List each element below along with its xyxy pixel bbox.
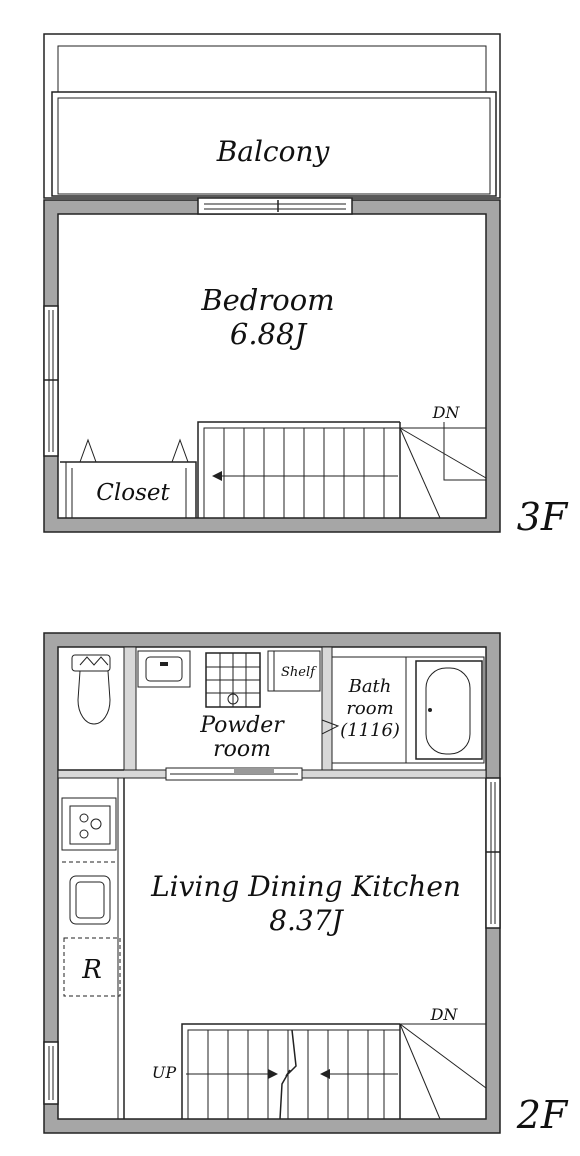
bathroom: Bath room (1116) (331, 656, 485, 764)
floor-2: Shelf Powder room Bath room (1116) (43, 632, 569, 1137)
toilet (71, 654, 111, 725)
ldk-window-left (43, 1041, 59, 1105)
ldk-label: Living Dining Kitchen (150, 870, 461, 903)
balcony-label: Balcony (216, 135, 331, 168)
bedroom-window (43, 305, 59, 457)
sink-icon (69, 875, 111, 925)
floor-3: Balcony Bedroom 6.88J Closet (43, 33, 569, 539)
staircase-2f: UP DN (152, 1005, 487, 1120)
bath-door-swing (321, 719, 340, 735)
powder-room-label-1: Powder (199, 713, 285, 738)
stove-icon (69, 805, 111, 845)
interior-partitions (57, 646, 487, 1119)
closet-label: Closet (96, 480, 170, 506)
stair-arrow-2f (186, 1069, 398, 1079)
walls-2f (43, 632, 501, 1134)
ldk-window-right (485, 777, 501, 929)
bedroom-size: 6.88J (230, 317, 308, 351)
floor-label-2f: 2F (516, 1093, 569, 1137)
staircase-3f: DN (197, 403, 487, 519)
dn-label-2f: DN (430, 1005, 459, 1024)
stair-winders-2f (399, 1023, 487, 1120)
dn-label-3f: DN (432, 403, 461, 422)
bathroom-label-1: Bath (348, 676, 392, 697)
bathroom-label-3: (1116) (340, 720, 400, 741)
closet: Closet (60, 438, 197, 518)
balcony: Balcony (43, 33, 501, 199)
stair-arrow-3f (212, 471, 398, 481)
ldk-size: 8.37J (269, 904, 344, 937)
balcony-door (197, 197, 353, 215)
kitchen-counter: R (61, 797, 121, 997)
washbasin (137, 650, 191, 688)
floor-label-3f: 3F (517, 495, 569, 539)
bathtub (415, 660, 483, 760)
shelf: Shelf (267, 650, 321, 692)
stair-break-line (279, 1029, 297, 1120)
shelf-label: Shelf (281, 665, 317, 680)
fridge-space (63, 937, 121, 997)
stair-treads-3f (223, 422, 401, 518)
washing-machine-pan (205, 652, 261, 708)
powder-room-label-2: room (213, 737, 271, 762)
stair-treads-2f (207, 1024, 401, 1119)
bathroom-label-2: room (346, 698, 393, 719)
stair-winders-3f (399, 422, 487, 519)
bedroom-label: Bedroom (200, 283, 334, 317)
fridge-label: R (81, 955, 102, 985)
up-label: UP (152, 1063, 176, 1082)
